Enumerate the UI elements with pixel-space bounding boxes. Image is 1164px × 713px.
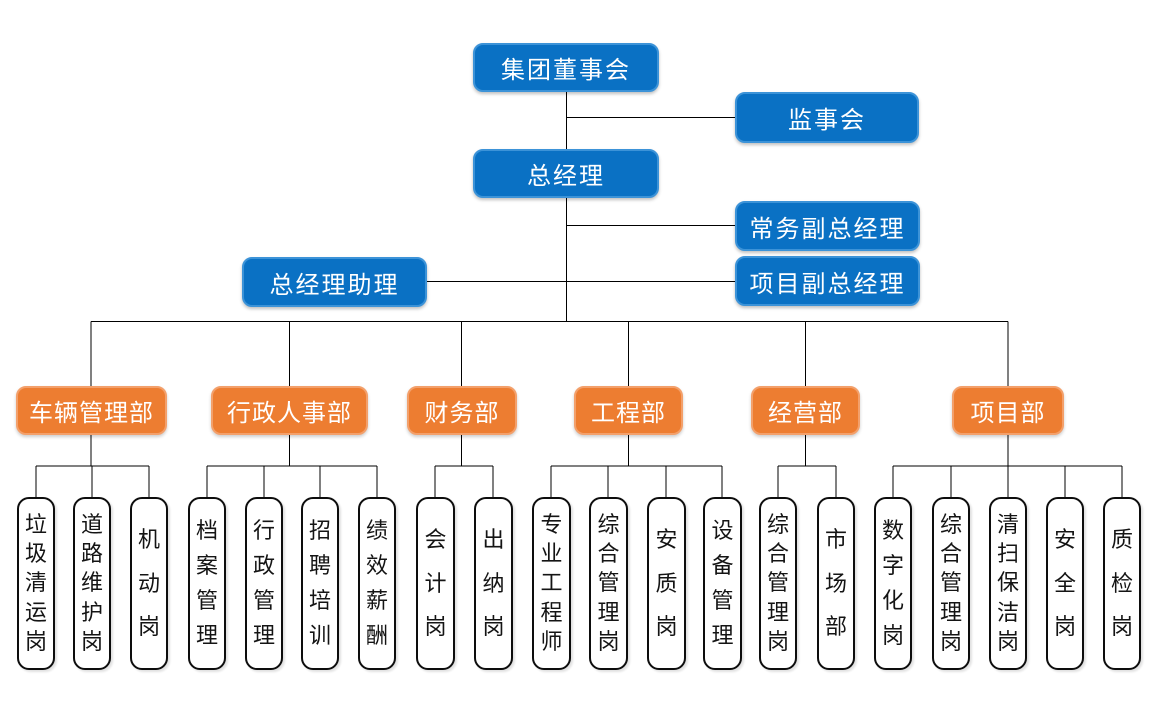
pos-cleaning[interactable]: 清扫保洁岗 [989,497,1027,670]
dept-operations[interactable]: 经营部 [751,386,860,435]
pos-professional-engineer[interactable]: 专业工程师 [532,497,571,670]
pos-accounting[interactable]: 会计岗 [416,497,455,670]
pos-general-management-proj[interactable]: 综合管理岗 [932,497,970,670]
pos-market[interactable]: 市场部 [817,497,855,670]
pos-equipment-management[interactable]: 设备管理 [703,497,742,670]
node-supervisory-board[interactable]: 监事会 [735,92,919,143]
pos-admin-management[interactable]: 行政管理 [245,497,283,670]
node-gm-assistant[interactable]: 总经理助理 [242,257,427,307]
node-general-manager[interactable]: 总经理 [473,149,659,198]
pos-performance-compensation[interactable]: 绩效薪酬 [358,497,396,670]
dept-finance[interactable]: 财务部 [407,386,517,435]
dept-admin-hr[interactable]: 行政人事部 [211,386,368,435]
pos-digitalization[interactable]: 数字化岗 [874,497,912,670]
pos-quality-inspection[interactable]: 质检岗 [1103,497,1141,670]
pos-road-maintenance[interactable]: 道路维护岗 [73,497,111,670]
pos-mobile[interactable]: 机动岗 [130,497,168,670]
pos-general-management-ops[interactable]: 综合管理岗 [759,497,797,670]
pos-safety-quality[interactable]: 安质岗 [647,497,686,670]
pos-general-management-eng[interactable]: 综合管理岗 [589,497,628,670]
node-project-deputy-gm[interactable]: 项目副总经理 [735,256,920,306]
node-executive-deputy-gm[interactable]: 常务副总经理 [735,201,920,251]
dept-vehicle-management[interactable]: 车辆管理部 [16,386,167,435]
pos-recruitment-training[interactable]: 招聘培训 [301,497,339,670]
pos-cashier[interactable]: 出纳岗 [474,497,513,670]
dept-engineering[interactable]: 工程部 [574,386,683,435]
pos-archives-management[interactable]: 档案管理 [188,497,226,670]
pos-garbage-clearing[interactable]: 垃圾清运岗 [17,497,55,670]
pos-safety[interactable]: 安全岗 [1046,497,1084,670]
dept-project[interactable]: 项目部 [952,386,1064,435]
node-board-of-directors[interactable]: 集团董事会 [473,43,659,92]
